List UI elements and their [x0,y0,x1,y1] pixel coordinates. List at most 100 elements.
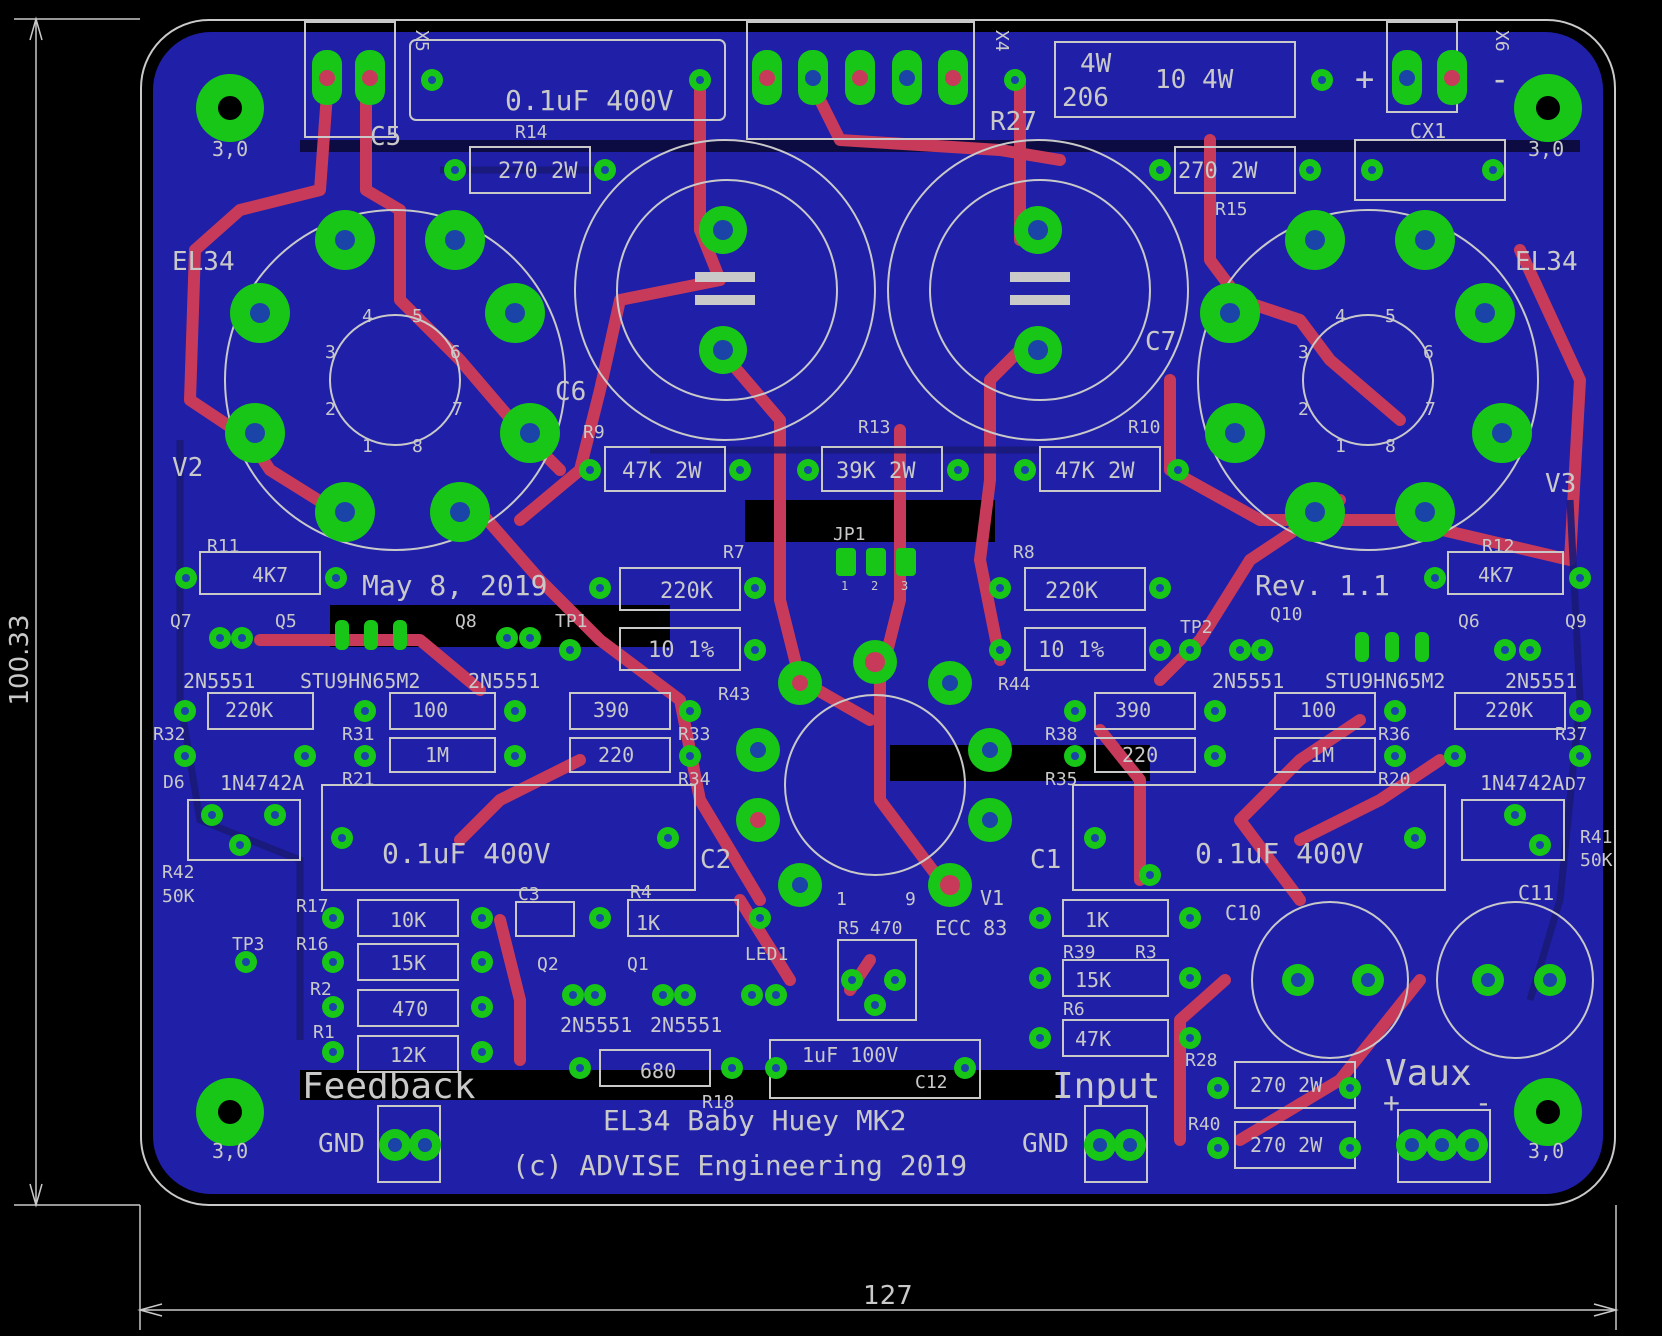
pin-right-2: 2 [1298,399,1309,420]
tube-right-type: EL34 [1515,247,1578,277]
r3-ref: R3 [1135,942,1157,963]
q5-ref: Q5 [275,611,297,632]
vaux-minus: - [1475,1086,1492,1119]
r37-ref: R37 [1555,724,1588,745]
c5-ref: C5 [370,122,401,152]
q2-type: 2N5551 [560,1013,632,1037]
r17-value: 10K [390,908,426,932]
r6-ref: R6 [1063,999,1085,1020]
tht-pad-hole [181,707,189,715]
feedback-label: Feedback [302,1066,476,1107]
tht-pad-hole [751,646,759,654]
tht-pad-hole [1391,707,1399,715]
r37-value: 220K [1485,698,1533,722]
pin-right-4: 4 [1335,306,1346,327]
r33-ref: R33 [678,724,711,745]
tht-pad-hole [569,991,577,999]
tht-pad-hole [1071,707,1079,715]
r27-line1: 4W [1080,49,1112,79]
tht-pad-hole [728,1064,736,1072]
r32-value: 220K [225,698,273,722]
small-pads [174,69,1591,1161]
c5-value: 0.1uF 400V [505,84,674,117]
tht-pad-hole [503,634,511,642]
r8-value: 220K [1045,579,1099,604]
jp1-label: JP1 [833,524,866,545]
tht-pad-hole [1306,166,1314,174]
d6-type: 1N4742A [220,771,304,795]
tht-pad-hole [1211,707,1219,715]
r34-value: 220 [598,743,634,767]
copyright: (c) ADVISE Engineering 2019 [512,1149,967,1182]
r4-value: 1K [636,911,660,935]
tht-pad-hole [1346,1084,1354,1092]
r11-value: 4K7 [252,563,288,587]
c10-ref: C10 [1225,901,1261,925]
r9-value: 47K 2W [622,459,702,484]
q9-type: 2N5551 [1505,669,1577,693]
tht-pad-hole [1318,76,1326,84]
tht-pad-hole [686,752,694,760]
tht-pad-hole [751,584,759,592]
q1-ref: Q1 [627,954,649,975]
c2-value: 0.1uF 400V [382,837,551,870]
c1-value: 0.1uF 400V [1195,837,1364,870]
tht-pad-hole [1576,707,1584,715]
tht-pad-hole [1431,574,1439,582]
r28-ref: R28 [1185,1050,1218,1071]
tht-pad-hole [591,991,599,999]
silk-outlines [187,21,1566,1183]
tht-pad-hole [1174,466,1182,474]
tht-pad-hole [566,646,574,654]
r16-value: 15K [390,951,426,975]
tht-pad-hole [1236,646,1244,654]
q10-type: 2N5551 [1212,669,1284,693]
r9-ref: R9 [583,422,605,443]
r21-ref: R21 [342,769,375,790]
r27-line2: 206 [1062,83,1109,113]
pin-left-6: 6 [450,342,461,363]
c3-ref: C3 [518,884,540,905]
c1-ref: C1 [1030,845,1061,875]
v1-pin1: 1 [836,889,847,910]
jp1-pin1: 1 [841,579,848,593]
r20-value: 1M [1310,743,1334,767]
tht-pad-hole [848,976,856,984]
tht-pad-hole [478,914,486,922]
r31-value: 100 [412,698,448,722]
tht-pad-hole [596,914,604,922]
r44-ref: R44 [998,674,1031,695]
vaux-label: Vaux [1385,1053,1472,1094]
tht-pad-hole [736,466,744,474]
tht-pad-hole [1036,1034,1044,1042]
d7-ref: D7 [1565,774,1587,795]
d7-type: 1N4742A [1480,771,1564,795]
r20-ref: R20 [1378,769,1411,790]
tht-pad-hole [1214,1084,1222,1092]
connector-pad-hole [388,1138,402,1152]
dimension-lines [14,16,1619,1330]
tht-pad-hole [332,574,340,582]
x6-plus: + [1355,60,1374,98]
tht-pad-hole [1451,752,1459,760]
r1-value: 12K [390,1043,426,1067]
tht-pad-hole [596,584,604,592]
tp2-ref: TP2 [1180,617,1213,638]
led1-ref: LED1 [745,944,788,965]
r15-value: 270 2W [1178,159,1258,184]
r10-ref: R10 [1128,417,1161,438]
pin-left-7: 7 [452,399,463,420]
c11-ref: C11 [1518,881,1554,905]
tht-pad-hole [1211,752,1219,760]
r28-value: 270 2W [1250,1073,1323,1097]
tht-pad-hole [659,991,667,999]
mount-label-tr: 3,0 [1528,137,1564,161]
tht-pad-hole [996,646,1004,654]
tht-pad-hole [329,914,337,922]
tht-pad-hole [478,958,486,966]
gnd-right-label: GND [1022,1129,1069,1159]
connector-holes [319,70,1460,86]
pin-left-4: 4 [362,306,373,327]
tht-pad-hole [478,1003,486,1011]
r35-value: 220 [1122,743,1158,767]
